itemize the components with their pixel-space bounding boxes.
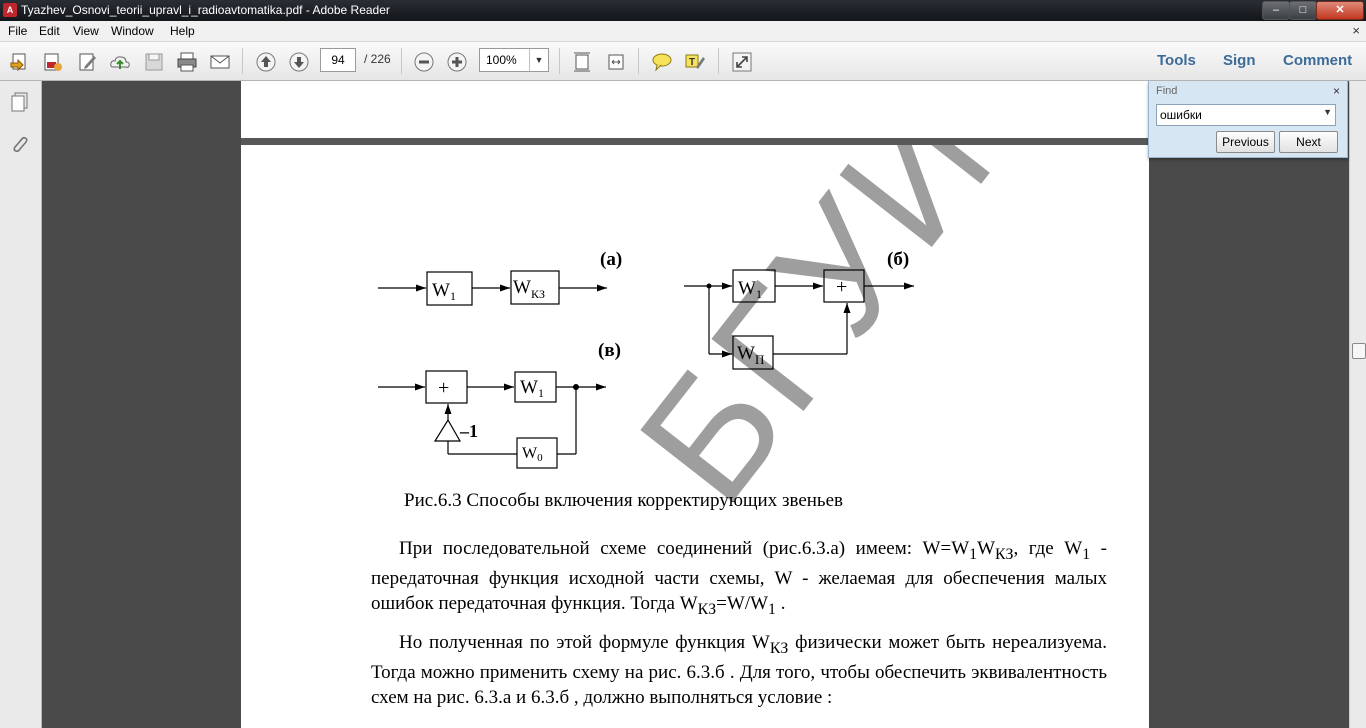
maximize-button[interactable]: □: [1289, 1, 1317, 20]
toolbar-separator: [401, 48, 402, 74]
full-screen-icon[interactable]: [731, 51, 753, 73]
upload-cloud-icon[interactable]: [109, 51, 131, 73]
window-title: Tyazhev_Osnovi_teorii_upravl_i_radioavto…: [21, 3, 390, 17]
page-gap: [241, 138, 1149, 145]
create-pdf-icon[interactable]: [42, 51, 64, 73]
page-total: / 226: [364, 52, 391, 66]
block-w0-label: W0: [522, 445, 543, 464]
tools-pane-button[interactable]: Tools: [1157, 52, 1196, 69]
toolbar-separator: [242, 48, 243, 74]
zoom-select[interactable]: 100% ▼: [479, 48, 549, 72]
toolbar-separator: [638, 48, 639, 74]
sign-pane-button[interactable]: Sign: [1223, 52, 1256, 69]
menu-bar: File Edit View Window Help ×: [0, 21, 1366, 42]
highlight-text-icon[interactable]: T: [684, 51, 706, 73]
menu-view[interactable]: View: [73, 24, 99, 38]
diagram-label-b: (б): [887, 249, 909, 270]
block-diagram: (а) (б) (в): [378, 249, 914, 469]
save-icon[interactable]: [143, 51, 165, 73]
block-wp: [732, 335, 774, 370]
adobe-reader-icon: A: [3, 3, 17, 17]
zoom-in-icon[interactable]: [446, 51, 468, 73]
menu-edit[interactable]: Edit: [39, 24, 60, 38]
open-file-icon[interactable]: [9, 51, 31, 73]
close-icon[interactable]: ×: [1332, 84, 1340, 98]
find-query: ошибки: [1160, 108, 1202, 122]
fit-page-icon[interactable]: [571, 51, 593, 73]
block-wp-label: WП: [737, 343, 764, 367]
toolbar-separator: [559, 48, 560, 74]
gain-triangle: [433, 418, 462, 442]
pdf-page: (а) (б) (в): [241, 145, 1149, 728]
paragraph-1: При последовательной схеме соединений (р…: [371, 538, 1107, 618]
svg-text:T: T: [689, 57, 695, 68]
toolbar: T: [0, 42, 1366, 116]
scroll-thumb[interactable]: [1352, 343, 1366, 359]
minimize-button[interactable]: –: [1262, 1, 1290, 20]
fit-width-icon[interactable]: [605, 51, 627, 73]
find-previous-button[interactable]: Previous: [1216, 131, 1275, 153]
navigation-pane: [0, 81, 42, 728]
window-title-bar: A Tyazhev_Osnovi_teorii_upravl_i_radioav…: [0, 0, 1366, 21]
attachments-paperclip-icon[interactable]: [9, 133, 31, 155]
edit-pdf-icon[interactable]: [77, 51, 99, 73]
figure-caption: Рис.6.3 Способы включения корректирующих…: [404, 490, 843, 511]
previous-page-icon[interactable]: [255, 51, 277, 73]
block-w0: [516, 437, 558, 469]
block-w1-a-label: W1: [432, 280, 456, 303]
menu-help[interactable]: Help: [170, 24, 195, 38]
plus-sign: +: [836, 276, 847, 298]
next-page-icon[interactable]: [288, 51, 310, 73]
previous-page-bottom: [241, 81, 1149, 138]
chevron-down-icon[interactable]: ▼: [1323, 107, 1332, 117]
gain-label: –1: [459, 421, 478, 441]
toolbar-separator: [718, 48, 719, 74]
page-number-input[interactable]: 94: [320, 48, 356, 72]
comment-pane-button[interactable]: Comment: [1283, 52, 1353, 69]
vertical-scrollbar[interactable]: [1349, 81, 1366, 728]
find-next-button[interactable]: Next: [1279, 131, 1338, 153]
plus-sign: +: [438, 377, 449, 399]
diagram-label-v: (в): [598, 340, 621, 361]
find-input[interactable]: ошибки ▼: [1156, 104, 1336, 126]
document-viewport[interactable]: (а) (б) (в): [42, 81, 1348, 728]
page-thumbnails-icon[interactable]: [9, 91, 31, 113]
menu-file[interactable]: File: [8, 24, 28, 38]
close-window-button[interactable]: ✕: [1316, 1, 1364, 20]
print-icon[interactable]: [176, 51, 198, 73]
chevron-down-icon[interactable]: ▼: [529, 49, 548, 71]
block-w1-v-label: W1: [520, 377, 544, 400]
email-icon[interactable]: [209, 51, 231, 73]
paragraph-2: Но полученная по этой формуле функция WК…: [371, 632, 1107, 708]
diagram-label-a: (а): [600, 249, 622, 270]
find-panel: Find × ошибки ▼ Previous Next: [1148, 81, 1348, 158]
block-wkz-label: WКЗ: [513, 277, 545, 301]
zoom-value: 100%: [486, 53, 517, 67]
find-title: Find: [1156, 85, 1178, 97]
block-w1-b-label: W1: [738, 278, 762, 301]
close-document-icon[interactable]: ×: [1352, 23, 1360, 38]
menu-window[interactable]: Window: [111, 24, 154, 38]
zoom-out-icon[interactable]: [413, 51, 435, 73]
comment-bubble-icon[interactable]: [651, 51, 673, 73]
